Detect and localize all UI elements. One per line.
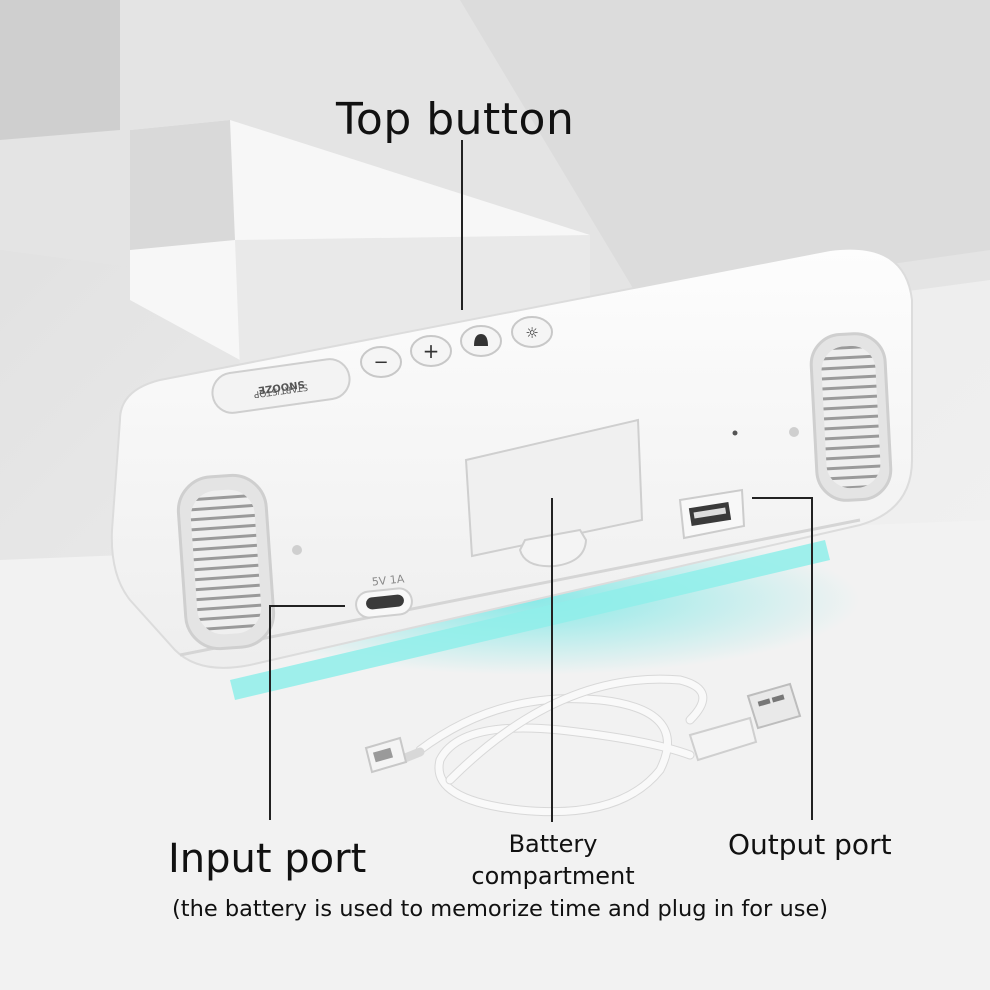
input-port-callout	[269, 605, 345, 820]
speaker-grille-left	[176, 473, 276, 651]
usb-cable	[395, 674, 708, 817]
micro-usb-plug	[364, 736, 408, 774]
plus-button[interactable]: +	[410, 335, 452, 367]
battery-label-line1: Battery	[508, 830, 598, 858]
minus-icon: −	[373, 352, 388, 373]
battery-note: (the battery is used to memorize time an…	[172, 896, 829, 922]
battery-compartment	[464, 418, 644, 568]
alarm-button[interactable]	[460, 325, 502, 357]
snooze-button[interactable]: SNOOZE START/STOP	[210, 357, 352, 416]
sensor-hole	[732, 430, 738, 436]
callout-lines	[269, 140, 813, 822]
speaker-grille-right	[809, 332, 893, 502]
background-blocks	[0, 0, 590, 370]
alarm-bell-icon	[474, 334, 488, 346]
screw-hole	[292, 545, 302, 555]
input-port-label: Input port	[168, 836, 367, 882]
battery-compartment-label: Battery compartment	[468, 828, 638, 892]
usb-a-plug	[688, 682, 802, 762]
minus-button[interactable]: −	[360, 346, 402, 378]
brightness-icon: ☼	[525, 324, 538, 342]
usb-output-port	[678, 488, 746, 540]
screw-hole	[789, 427, 799, 437]
output-port-label: Output port	[728, 828, 892, 861]
top-button-label: Top button	[336, 94, 575, 145]
type-c-input-port: 5V 1A	[355, 572, 413, 619]
output-port-callout	[752, 497, 813, 820]
plus-icon: +	[423, 339, 440, 363]
battery-label-line2: compartment	[471, 862, 635, 890]
port-rating: 5V 1A	[371, 572, 405, 588]
brightness-button[interactable]: ☼	[511, 316, 553, 348]
